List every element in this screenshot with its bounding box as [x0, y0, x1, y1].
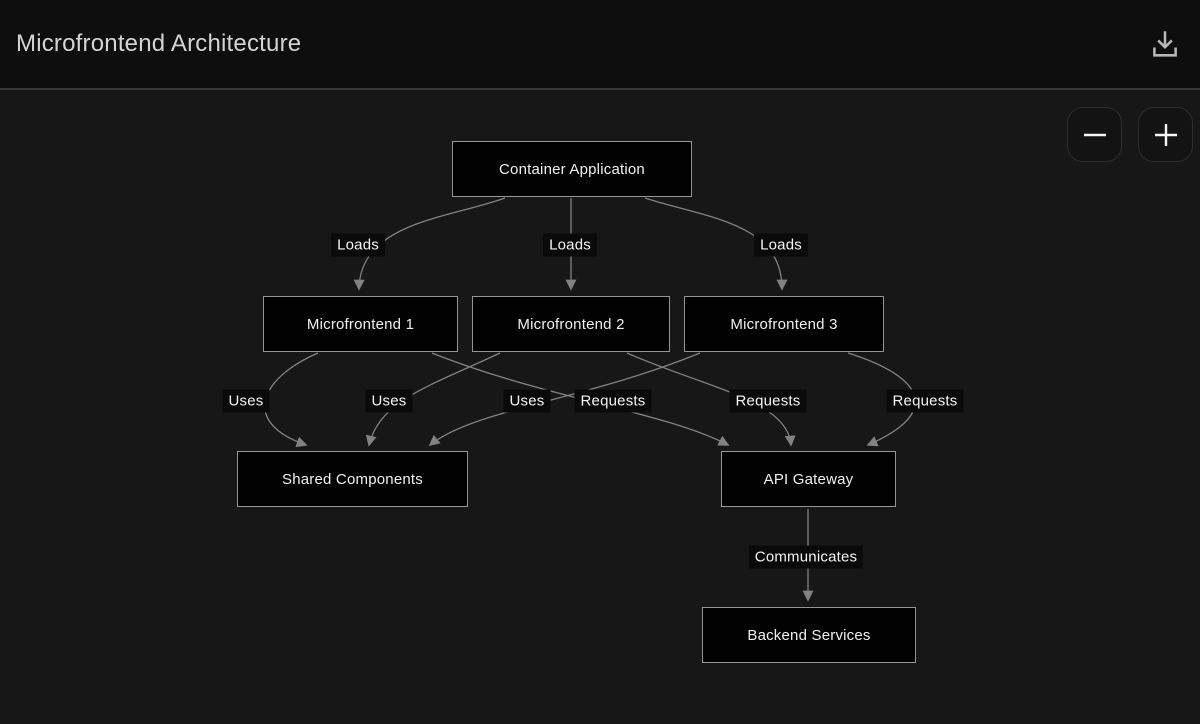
edge-label-communicates: Communicates	[748, 545, 864, 569]
zoom-in-button[interactable]	[1138, 107, 1193, 162]
node-microfrontend-1[interactable]: Microfrontend 1	[263, 296, 458, 352]
edge-label-requests-2: Requests	[729, 389, 807, 413]
node-label: Shared Components	[282, 470, 423, 488]
node-label: Microfrontend 2	[517, 315, 625, 333]
minus-icon	[1083, 133, 1106, 136]
node-backend-services[interactable]: Backend Services	[702, 607, 916, 663]
edge-label-loads-2: Loads	[543, 233, 597, 257]
node-label: Backend Services	[747, 626, 871, 644]
edge-mf1-shared	[264, 352, 319, 448]
edge-label-loads-3: Loads	[754, 233, 808, 257]
download-icon	[1153, 31, 1177, 57]
node-shared-components[interactable]: Shared Components	[237, 451, 468, 507]
edge-label-uses-2: Uses	[365, 389, 413, 413]
node-container-application[interactable]: Container Application	[452, 141, 692, 197]
edge-label-requests-1: Requests	[574, 389, 652, 413]
node-api-gateway[interactable]: API Gateway	[721, 451, 896, 507]
node-label: Microfrontend 1	[306, 315, 415, 333]
node-label: Container Application	[499, 160, 645, 178]
zoom-controls	[1067, 107, 1193, 162]
node-label: API Gateway	[763, 470, 854, 488]
edge-label-uses-1: Uses	[222, 389, 270, 413]
edge-label-loads-1: Loads	[331, 233, 385, 257]
diagram-canvas[interactable]: Container Application Microfrontend 1 Mi…	[0, 90, 1200, 724]
zoom-out-button[interactable]	[1067, 107, 1122, 162]
node-label: Microfrontend 3	[730, 315, 838, 333]
download-button[interactable]	[1142, 21, 1188, 67]
edge-label-requests-3: Requests	[886, 389, 964, 413]
header: Microfrontend Architecture	[0, 0, 1200, 90]
page-title: Microfrontend Architecture	[16, 30, 302, 57]
edge-mf3-shared	[428, 352, 701, 447]
node-microfrontend-3[interactable]: Microfrontend 3	[684, 296, 884, 352]
node-microfrontend-2[interactable]: Microfrontend 2	[472, 296, 670, 352]
plus-icon	[1154, 123, 1177, 146]
edge-label-uses-3: Uses	[503, 389, 551, 413]
